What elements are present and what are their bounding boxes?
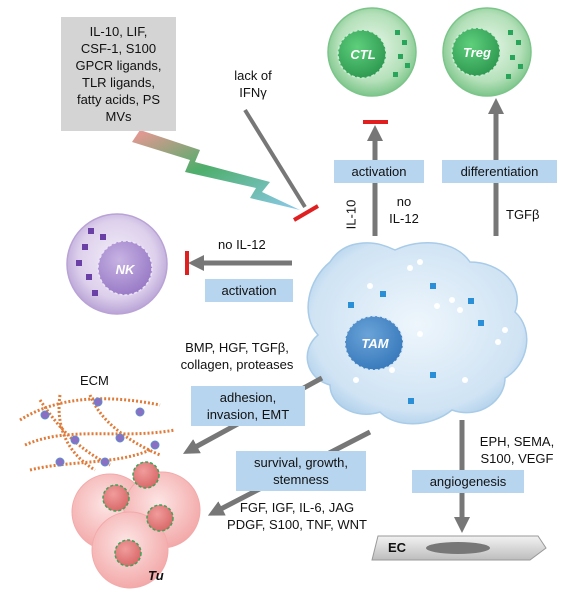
survival-line: stemness (273, 472, 329, 487)
inhibit-bar-ifn (292, 204, 320, 222)
signal-bolt-icon (132, 130, 300, 210)
factor-line: fatty acids, PS (76, 92, 161, 107)
adhesion-line: adhesion, (219, 390, 277, 405)
bmp-label: BMP, HGF, TGFβ, collagen, proteases (174, 339, 300, 373)
tam-cell (306, 241, 528, 425)
bmp-line: collagen, proteases (180, 357, 294, 372)
eph-line: EPH, SEMA, (479, 434, 555, 449)
ec-label: EC (388, 540, 407, 555)
factor-line: IL-10, LIF, (89, 24, 148, 39)
tumor-cells (71, 461, 201, 589)
adhesion-box: adhesion, invasion, EMT (191, 386, 305, 426)
lack-ifn-line: lack of (234, 68, 272, 83)
endothelial-cell (371, 535, 547, 561)
tam-label: TAM (361, 336, 389, 351)
angiogenesis-box: angiogenesis (412, 470, 524, 493)
no-il12-line: IL-12 (389, 211, 419, 226)
tgfb-label: TGFβ (506, 207, 540, 222)
nk-cell (66, 213, 168, 315)
treg-label: Treg (463, 45, 491, 60)
lack-ifn-line: IFNγ (239, 85, 267, 100)
tu-label: Tu (148, 568, 164, 583)
differentiation-box: differentiation (442, 160, 557, 183)
growth-factors-line: PDGF, S100, TNF, WNT (227, 517, 367, 532)
factor-line: TLR ligands, (82, 75, 155, 90)
factor-line: GPCR ligands, (75, 58, 162, 73)
bmp-line: BMP, HGF, TGFβ, (185, 340, 289, 355)
factor-line: CSF-1, S100 (80, 41, 157, 56)
no-il12-nk-label: no IL-12 (218, 237, 266, 252)
treg-cell (442, 7, 532, 97)
survival-line: survival, growth, (254, 455, 348, 470)
growth-factors-line: FGF, IGF, IL-6, JAG (239, 500, 355, 515)
lack-ifn-label: lack of IFNγ (218, 67, 288, 101)
il10-label: IL-10 (343, 199, 359, 230)
ecm-label: ECM (80, 373, 109, 388)
factor-line: MVs (105, 109, 132, 124)
eph-line: S100, VEGF (480, 451, 554, 466)
arrow-ifn-inhibition (243, 108, 307, 209)
nk-label: NK (115, 262, 135, 277)
tumor-factors-box: IL-10, LIF, CSF-1, S100 GPCR ligands, TL… (61, 17, 176, 131)
survival-box: survival, growth, stemness (236, 451, 366, 491)
ecm-nodes (40, 397, 160, 467)
no-il12-ctl-label: no IL-12 (384, 193, 424, 227)
activation-ctl-box: activation (334, 160, 424, 183)
activation-nk-box: activation (205, 279, 293, 302)
ctl-label: CTL (350, 47, 376, 62)
eph-label: EPH, SEMA, S100, VEGF (477, 433, 557, 467)
growth-factors-label: FGF, IGF, IL-6, JAG PDGF, S100, TNF, WNT (219, 499, 375, 533)
adhesion-line: invasion, EMT (206, 407, 290, 422)
ctl-cell (327, 7, 417, 97)
no-il12-line: no (396, 194, 412, 209)
